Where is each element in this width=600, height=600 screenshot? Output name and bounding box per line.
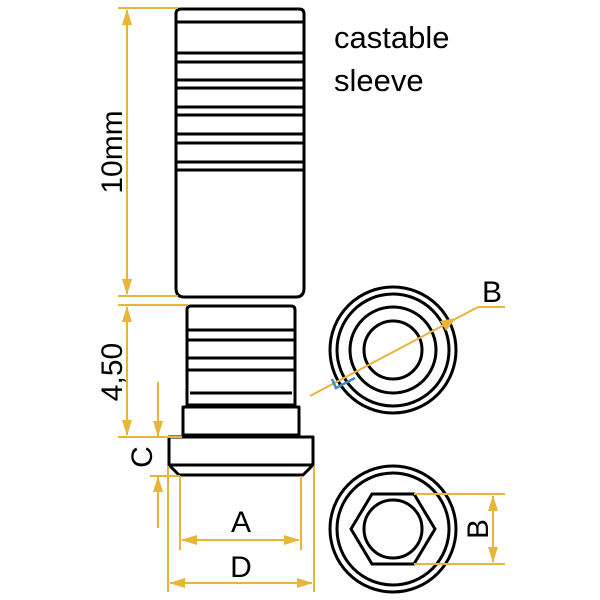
dim-4-50-label: 4,50: [96, 343, 129, 401]
dimension-d: D: [167, 466, 315, 592]
dim-10mm-label: 10mm: [96, 110, 129, 193]
part-name-line1: castable: [334, 20, 449, 55]
castable-sleeve-body: [174, 7, 306, 299]
dim-b-top-label: B: [482, 276, 502, 309]
dimension-b-top: B: [309, 276, 505, 397]
dimension-10mm: 10mm: [96, 7, 178, 297]
dimension-c: C: [126, 382, 180, 528]
top-view-circles: [328, 285, 458, 415]
bottom-view-hex: [328, 464, 458, 594]
dim-b-bottom-label: B: [462, 519, 495, 539]
dim-c-label: C: [126, 446, 159, 468]
dimension-a: A: [179, 476, 302, 550]
dimension-b-bottom: B: [414, 493, 505, 565]
dim-a-label: A: [231, 506, 251, 539]
part-name-line2: sleeve: [334, 63, 424, 98]
dim-d-label: D: [230, 551, 252, 584]
dimension-4-50: 4,50: [96, 304, 188, 438]
base-part: [167, 304, 315, 477]
